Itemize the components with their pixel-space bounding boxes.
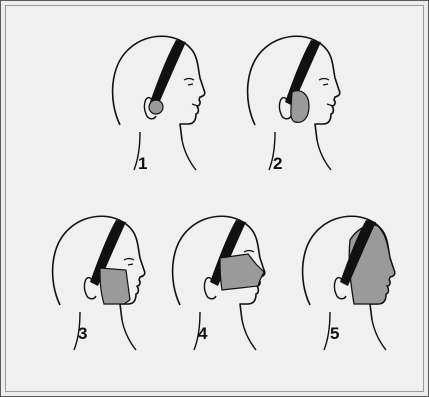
- figure-number-5: 5: [330, 324, 339, 344]
- head-outline-1: [100, 20, 230, 190]
- head-outline-3: [40, 200, 170, 370]
- head-outline-2: [235, 20, 365, 190]
- figure-number-4: 4: [198, 324, 207, 344]
- head-figure-1: 1: [100, 20, 230, 190]
- figure-number-1: 1: [138, 154, 147, 174]
- shaded-region-2: [291, 91, 309, 123]
- head-figure-2: 2: [235, 20, 365, 190]
- head-figure-5: 5: [290, 200, 420, 370]
- shaded-region-3: [100, 268, 130, 304]
- shaded-region-1: [149, 100, 163, 114]
- head-outline-4: [160, 200, 290, 370]
- head-outline-5: [290, 200, 420, 370]
- head-figure-4: 4: [160, 200, 290, 370]
- shaded-region-4: [220, 254, 264, 290]
- figure-number-3: 3: [78, 324, 87, 344]
- figure-number-2: 2: [273, 154, 282, 174]
- head-figure-3: 3: [40, 200, 170, 370]
- headband-1: [150, 40, 186, 106]
